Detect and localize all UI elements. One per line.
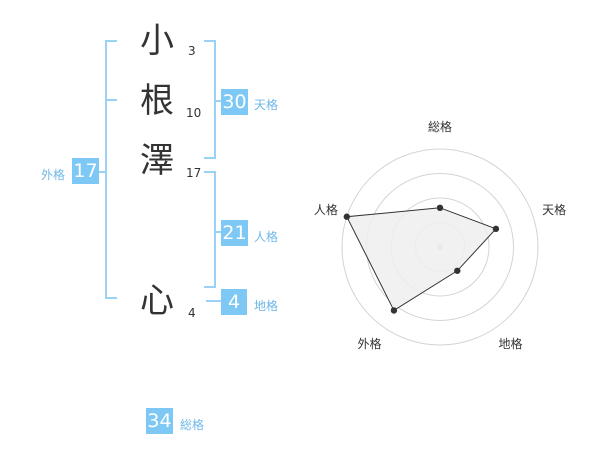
name-char-2: 根 xyxy=(140,81,174,121)
radar-axis-label-4: 外格 xyxy=(357,336,381,351)
tenkaku-value: 30 xyxy=(221,89,248,115)
radar-area xyxy=(346,207,497,312)
gaikaku-value: 17 xyxy=(72,158,99,184)
name-char-1: 小 xyxy=(140,21,174,61)
stroke-count-4: 4 xyxy=(188,306,196,320)
radar-axis-label-3: 地格 xyxy=(499,336,523,351)
soukaku-value: 34 xyxy=(146,408,173,434)
radar-point-1 xyxy=(436,204,444,211)
radar-ring-4 xyxy=(341,148,539,346)
name-char-3: 澤 xyxy=(140,141,174,181)
chikaku-label: 地格 xyxy=(254,299,279,313)
radar-axis-label-1: 総格 xyxy=(428,119,452,134)
radar-axis-label-2: 天格 xyxy=(542,202,566,217)
stroke-count-2: 10 xyxy=(186,106,202,120)
radar-point-2 xyxy=(492,225,500,233)
tenkaku-label: 天格 xyxy=(254,98,279,112)
stroke-count-1: 3 xyxy=(188,44,196,58)
jinkaku-value: 21 xyxy=(221,220,248,246)
gaikaku-label: 外格 xyxy=(41,168,66,182)
chikaku-connector xyxy=(206,300,221,302)
soukaku-label: 総格 xyxy=(180,418,205,432)
name-char-4: 心 xyxy=(140,281,174,321)
radar-point-4 xyxy=(390,307,398,314)
radar-point-3 xyxy=(454,267,461,274)
radar-point-5 xyxy=(343,213,350,220)
stroke-count-3: 17 xyxy=(186,166,202,180)
jinkaku-label: 人格 xyxy=(254,230,279,244)
chikaku-value: 4 xyxy=(221,289,247,315)
radar-axis-label-5: 人格 xyxy=(314,202,338,217)
radar-points xyxy=(343,204,500,314)
